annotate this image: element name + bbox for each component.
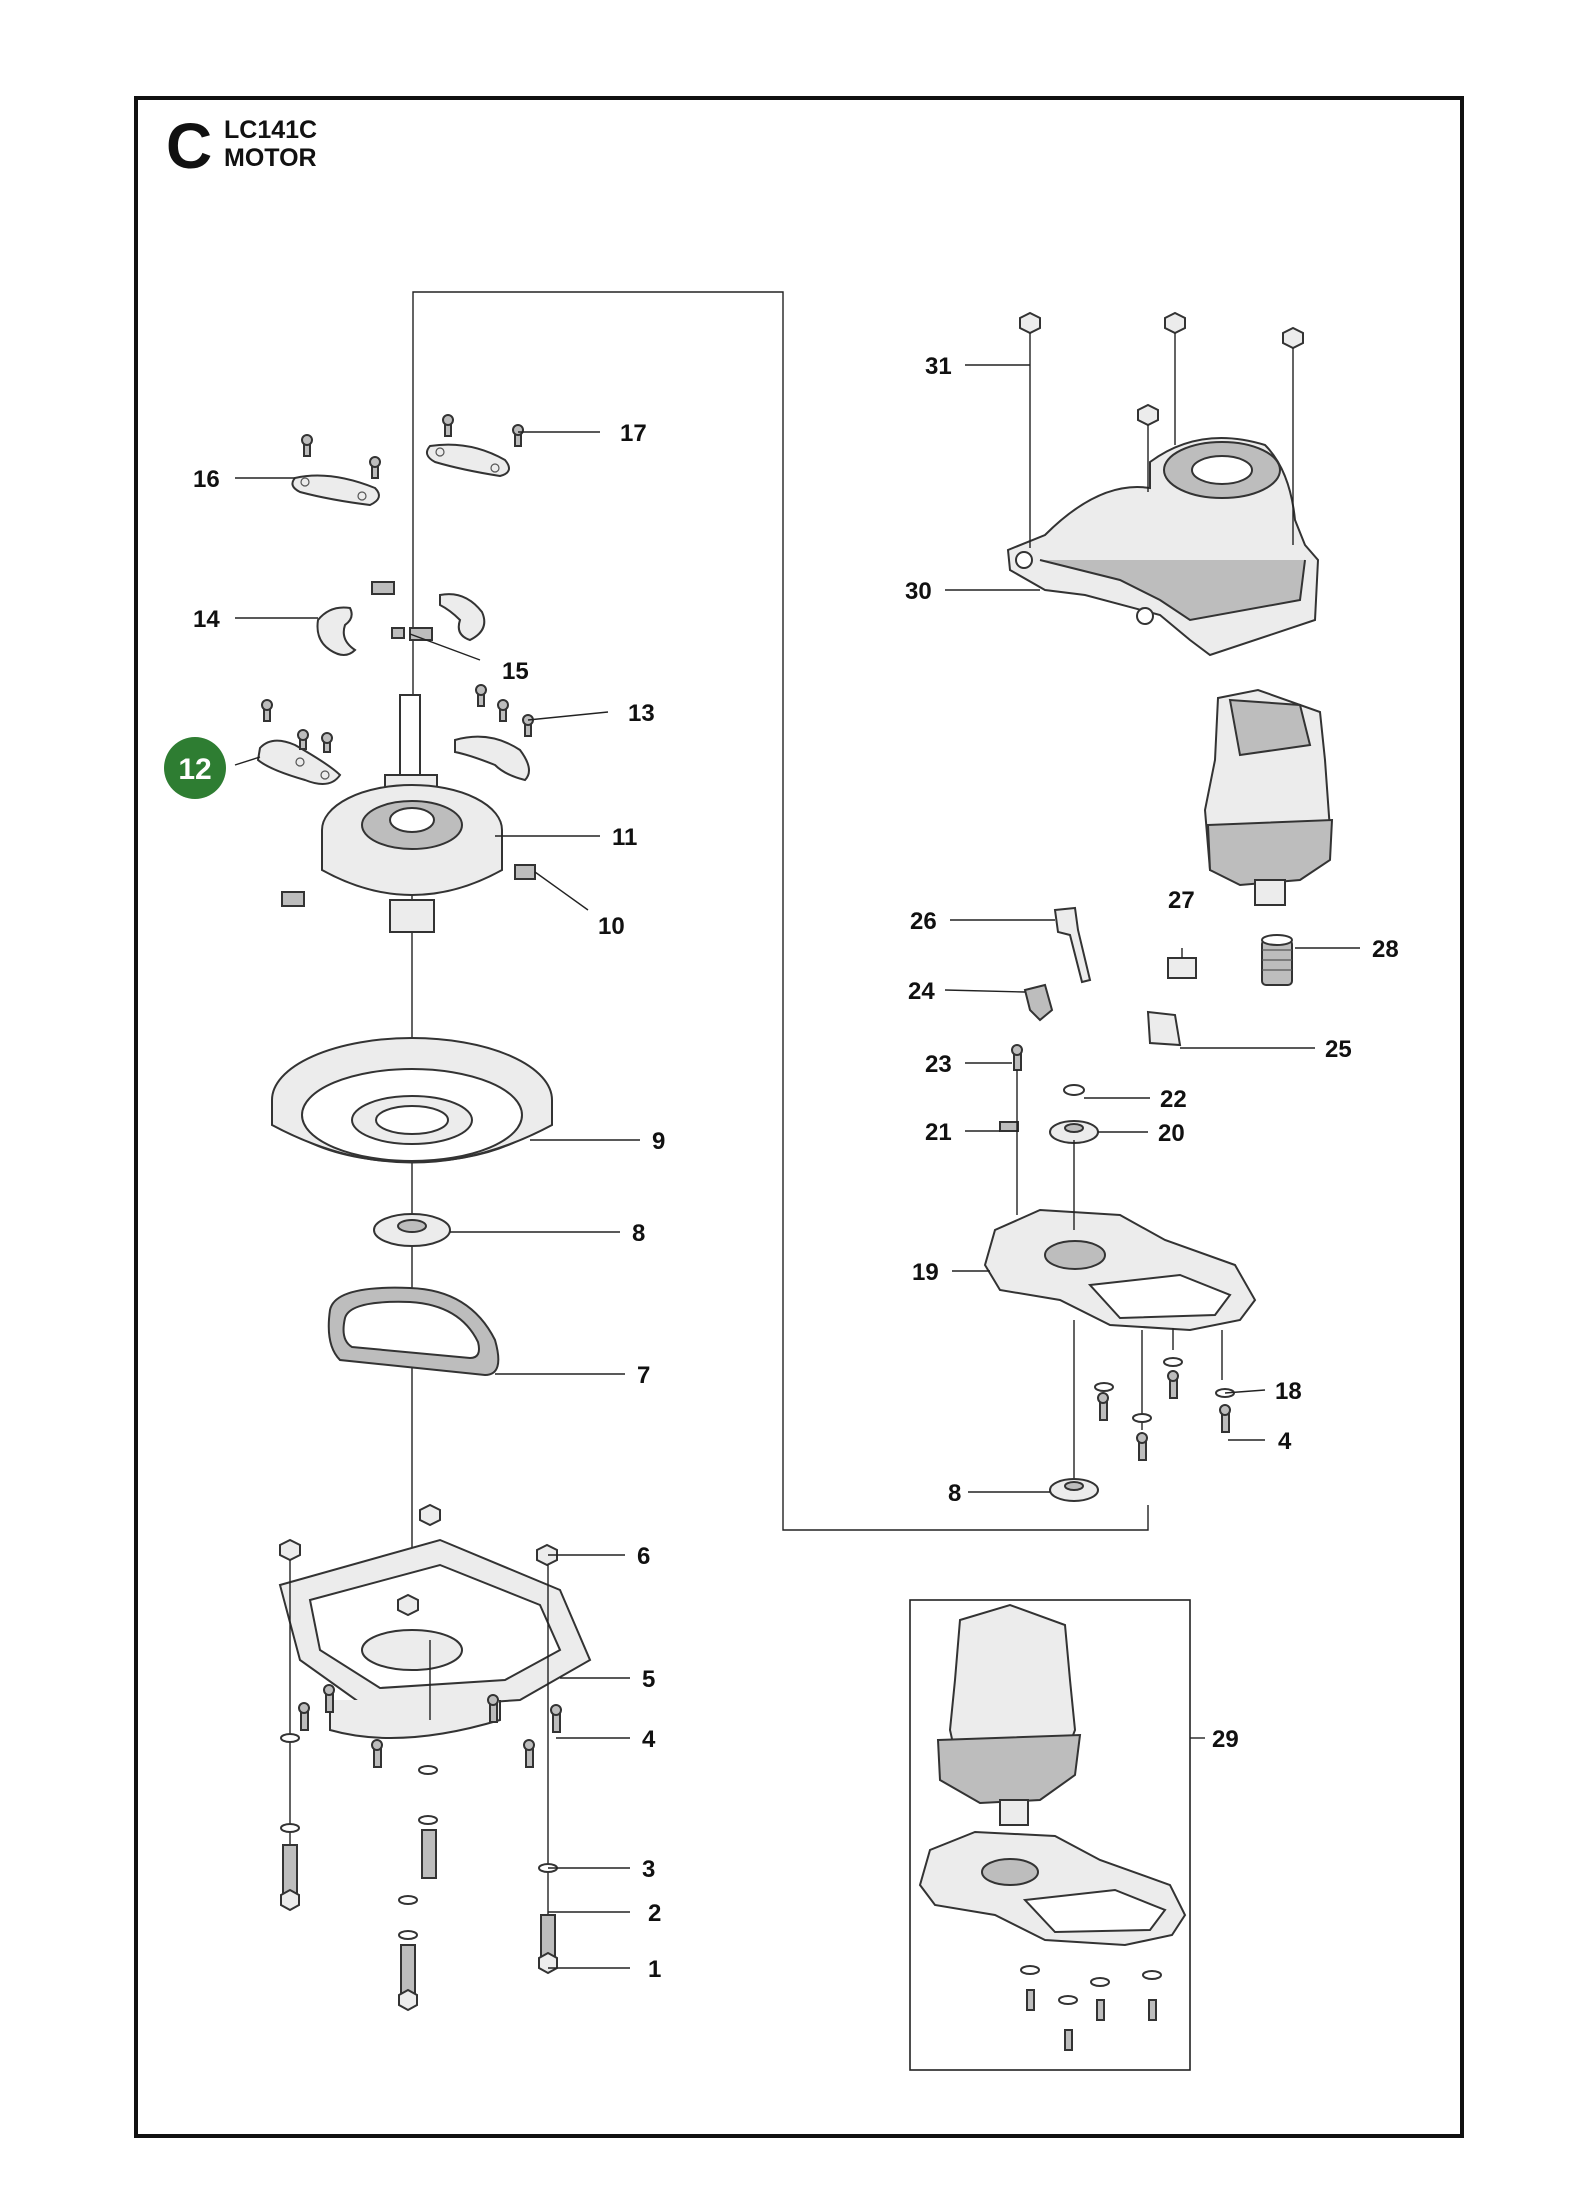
drive-belt-7 <box>327 1286 500 1377</box>
callout-25[interactable]: 25 <box>1325 1036 1352 1063</box>
callout-21[interactable]: 21 <box>925 1119 952 1146</box>
callout-labels: 16 17 14 15 13 11 10 9 8 7 6 5 4 3 2 1 3… <box>193 353 1399 1983</box>
highlighted-callout-12[interactable]: 12 <box>164 737 226 799</box>
callout-14[interactable]: 14 <box>193 606 220 633</box>
callout-24[interactable]: 24 <box>908 978 935 1005</box>
callout-13[interactable]: 13 <box>628 700 655 727</box>
pulley-drum-9 <box>271 1037 553 1164</box>
bracket-plate-16 <box>291 434 381 507</box>
callout-15[interactable]: 15 <box>502 658 529 685</box>
callout-8-right[interactable]: 8 <box>948 1480 961 1507</box>
leader-lines <box>234 364 1360 1969</box>
section-letter: C <box>166 110 212 182</box>
callout-23[interactable]: 23 <box>925 1051 952 1078</box>
washer-22 <box>1063 1084 1085 1096</box>
motor-gear-assembly-29 <box>918 1603 1187 2051</box>
plug-25 <box>1146 1010 1182 1047</box>
callout-16[interactable]: 16 <box>193 466 220 493</box>
header: C LC141C MOTOR <box>166 110 317 182</box>
gear-housing-19 <box>983 1140 1257 1332</box>
page-frame <box>134 96 1464 2138</box>
callout-3[interactable]: 3 <box>642 1856 655 1883</box>
callout-4-left[interactable]: 4 <box>642 1726 656 1753</box>
callout-1[interactable]: 1 <box>648 1956 661 1983</box>
callout-11[interactable]: 11 <box>612 824 637 851</box>
assembly-bracket-line <box>412 291 1149 1531</box>
diagram-title: MOTOR <box>224 144 317 172</box>
motor-unit <box>1203 688 1334 906</box>
hex-nuts-31 <box>1019 311 1304 427</box>
motor-cover-30 <box>1006 437 1320 657</box>
callout-27[interactable]: 27 <box>1168 887 1195 914</box>
callout-19[interactable]: 19 <box>912 1259 939 1286</box>
callout-6[interactable]: 6 <box>637 1543 650 1570</box>
callout-29[interactable]: 29 <box>1212 1726 1239 1753</box>
callout-26[interactable]: 26 <box>910 908 937 935</box>
clip-21 <box>999 1121 1019 1132</box>
highlight-badge-label: 12 <box>178 753 211 786</box>
wire-clip-26 <box>1053 906 1092 984</box>
callout-17[interactable]: 17 <box>620 420 647 447</box>
callout-5[interactable]: 5 <box>642 1666 655 1693</box>
highlight-badge <box>164 737 226 799</box>
callout-30[interactable]: 30 <box>905 578 932 605</box>
bearing-8b <box>1049 1478 1099 1502</box>
bracket-plate-17 <box>425 414 524 478</box>
callout-2[interactable]: 2 <box>648 1900 661 1927</box>
hex-nuts-6 <box>279 1503 558 1617</box>
carbon-brush <box>281 891 305 907</box>
brush-holder-14 <box>316 581 486 656</box>
model-label: LC141C <box>224 116 317 144</box>
screw-23 <box>1011 1044 1023 1071</box>
armature-11 <box>321 694 503 933</box>
callout-4-right[interactable]: 4 <box>1278 1428 1292 1455</box>
callout-31[interactable]: 31 <box>925 353 952 380</box>
connector-27 <box>1167 957 1197 979</box>
carbon-brush-10 <box>514 864 536 880</box>
spring-28 <box>1261 934 1293 986</box>
callout-18[interactable]: 18 <box>1275 1378 1302 1405</box>
callout-7[interactable]: 7 <box>637 1362 650 1389</box>
callout-20[interactable]: 20 <box>1158 1120 1185 1147</box>
callout-8-left[interactable]: 8 <box>632 1220 645 1247</box>
kit-box-29 <box>909 1599 1191 2071</box>
bracket-plate-13 <box>454 684 534 782</box>
bearing-8a <box>373 1213 451 1247</box>
suppressor-24 <box>1023 983 1054 1022</box>
lower-housing-5 <box>278 1538 592 1739</box>
bearing-20 <box>1049 1120 1099 1144</box>
bracket-plate-12 <box>256 699 342 785</box>
callout-9[interactable]: 9 <box>652 1128 665 1155</box>
callout-22[interactable]: 22 <box>1160 1086 1187 1113</box>
callout-28[interactable]: 28 <box>1372 936 1399 963</box>
screws-and-washers-right <box>1073 1320 1235 1480</box>
callout-10[interactable]: 10 <box>598 913 625 940</box>
